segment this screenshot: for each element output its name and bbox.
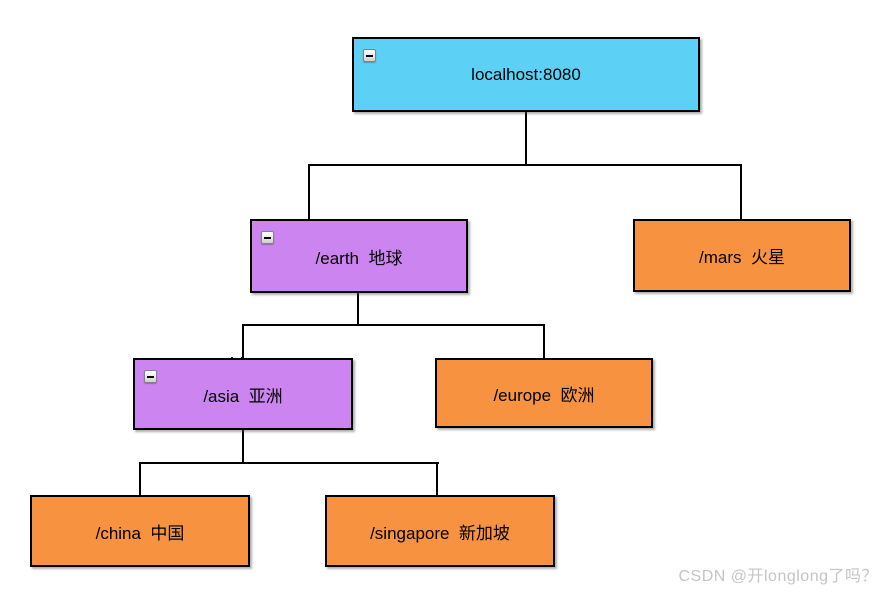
- edge-localhost-trunk: [525, 111, 527, 166]
- collapse-minus-icon[interactable]: [363, 49, 376, 62]
- node-label: /europe 欧洲: [493, 385, 595, 405]
- edge-drop-to-europe: [543, 324, 545, 360]
- edge-drop-to-asia: [242, 324, 244, 360]
- node-label: localhost:8080: [471, 64, 581, 84]
- node-earth[interactable]: /earth 地球: [250, 219, 468, 293]
- node-singapore[interactable]: /singapore 新加坡: [325, 495, 555, 567]
- collapse-minus-icon[interactable]: [261, 231, 274, 244]
- edge-drop-to-singapore: [436, 462, 438, 496]
- node-localhost[interactable]: localhost:8080: [352, 37, 700, 112]
- node-europe[interactable]: /europe 欧洲: [435, 358, 653, 428]
- edge-level3-horizontal: [139, 462, 439, 464]
- node-label: /asia 亚洲: [203, 386, 283, 406]
- edge-drop-to-china: [139, 462, 141, 496]
- edge-asia-trunk: [242, 429, 244, 464]
- node-asia[interactable]: /asia 亚洲: [133, 358, 353, 430]
- edge-drop-to-mars: [740, 164, 742, 220]
- edge-earth-trunk: [357, 292, 359, 326]
- node-label: /china 中国: [95, 523, 185, 543]
- edge-level1-horizontal: [308, 164, 742, 166]
- edge-drop-to-earth: [308, 164, 310, 220]
- node-label: /earth 地球: [315, 248, 403, 268]
- node-mars[interactable]: /mars 火星: [633, 219, 851, 292]
- node-label: /singapore 新加坡: [370, 523, 510, 543]
- node-china[interactable]: /china 中国: [30, 495, 250, 567]
- collapse-minus-icon[interactable]: [144, 370, 157, 383]
- csdn-watermark: CSDN @开longlong了吗？: [678, 568, 878, 585]
- node-label: /mars 火星: [699, 248, 785, 267]
- edge-level2-horizontal: [242, 324, 545, 326]
